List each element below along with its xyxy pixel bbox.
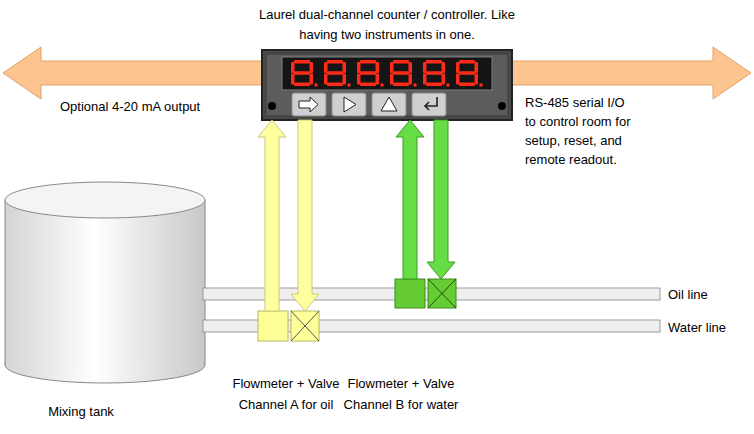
decimal-point xyxy=(479,83,483,87)
controller-housing xyxy=(282,57,492,90)
display-segment xyxy=(393,60,409,64)
signal-label: RS-485 serial I/O to control room for se… xyxy=(525,93,635,169)
output-arrow xyxy=(512,47,751,99)
display-segment xyxy=(327,71,343,75)
mixing-tank xyxy=(5,182,205,383)
display-segment xyxy=(393,83,409,87)
display-segment xyxy=(426,71,442,75)
display-segment xyxy=(423,74,427,85)
front-button xyxy=(372,93,406,116)
mixing-tank xyxy=(5,182,205,218)
display-segment xyxy=(343,62,347,73)
display-segment xyxy=(409,62,413,73)
display-segment xyxy=(442,62,446,73)
flowmeter-valve xyxy=(428,279,456,308)
front-button xyxy=(344,97,356,112)
display-segment xyxy=(291,74,295,85)
flowmeter-valve xyxy=(291,311,319,341)
decimal-point xyxy=(446,83,450,87)
display-segment xyxy=(442,74,446,85)
display-segment xyxy=(324,62,328,73)
display-segment xyxy=(456,62,460,73)
mixing-tank xyxy=(5,200,205,365)
display-segment xyxy=(475,74,479,85)
node-text: Laurel dual-channel counter / controller… xyxy=(254,5,520,45)
channel-node: Flowmeter + Valve Channel B for water xyxy=(337,279,465,419)
display-segment xyxy=(393,71,409,75)
display-segment xyxy=(456,74,460,85)
display-segment xyxy=(475,62,479,73)
signal-label: Optional 4-20 mA output xyxy=(60,98,200,115)
node-text: Mixing tank xyxy=(5,403,207,420)
signal-arrow xyxy=(427,120,455,279)
mixing-tank xyxy=(5,200,6,365)
display-segment xyxy=(294,83,310,87)
decimal-point xyxy=(413,83,417,87)
line-label: Water line xyxy=(668,319,726,336)
display-segment xyxy=(459,83,475,87)
display-segment xyxy=(327,83,343,87)
display-segment xyxy=(409,74,413,85)
display-segment xyxy=(343,74,347,85)
flowmeter-valve xyxy=(428,279,456,308)
channel-node: Flowmeter + Valve Channel A for oil xyxy=(222,311,350,419)
flowmeter-valve xyxy=(258,311,288,341)
display-segment xyxy=(360,83,376,87)
display-segment xyxy=(423,62,427,73)
controller-housing xyxy=(268,102,276,110)
display-segment xyxy=(390,62,394,73)
line-label: Oil line xyxy=(668,286,708,303)
mixing-tank xyxy=(205,200,206,365)
display-segment xyxy=(357,62,361,73)
output-arrow xyxy=(3,47,262,99)
tank-node: Mixing tank xyxy=(5,185,207,424)
display-segment xyxy=(426,83,442,87)
front-button xyxy=(425,97,437,110)
display-segment xyxy=(294,60,310,64)
controller-housing xyxy=(498,102,506,110)
display-segment xyxy=(294,71,310,75)
display-segment xyxy=(324,74,328,85)
display-segment xyxy=(459,71,475,75)
front-button xyxy=(292,93,326,116)
controller-housing xyxy=(262,50,512,120)
flowmeter-valve xyxy=(258,279,456,341)
display-segment xyxy=(327,60,343,64)
node-text: Flowmeter + Valve Channel A for oil xyxy=(222,373,350,415)
flowmeter-valve xyxy=(395,279,425,308)
display-segment xyxy=(310,74,314,85)
controller-housing xyxy=(266,54,508,116)
display-segment xyxy=(426,60,442,64)
display-segment xyxy=(360,71,376,75)
node-text: Flowmeter + Valve Channel B for water xyxy=(337,373,465,415)
front-button xyxy=(381,97,397,111)
display-segment xyxy=(360,60,376,64)
front-button xyxy=(412,93,446,116)
signal-arrow xyxy=(258,120,286,311)
decimal-point xyxy=(314,83,318,87)
display-segment xyxy=(459,60,475,64)
display-segment xyxy=(291,62,295,73)
signal-arrow xyxy=(396,120,424,279)
display-segment xyxy=(357,74,361,85)
mixing-tank xyxy=(6,200,205,365)
front-button xyxy=(299,97,318,112)
display-segment xyxy=(390,74,394,85)
display-segment xyxy=(376,62,380,73)
decimal-point xyxy=(347,83,351,87)
controller-box: Laurel dual-channel counter / controller… xyxy=(262,50,512,120)
front-button xyxy=(332,93,366,116)
signal-arrow xyxy=(291,120,319,311)
flowmeter-valve xyxy=(291,311,319,341)
display-segment xyxy=(310,62,314,73)
display-segment xyxy=(376,74,380,85)
decimal-point xyxy=(380,83,384,87)
seven-segment-display xyxy=(291,60,483,87)
front-button xyxy=(292,93,446,116)
controller-housing xyxy=(262,50,512,120)
